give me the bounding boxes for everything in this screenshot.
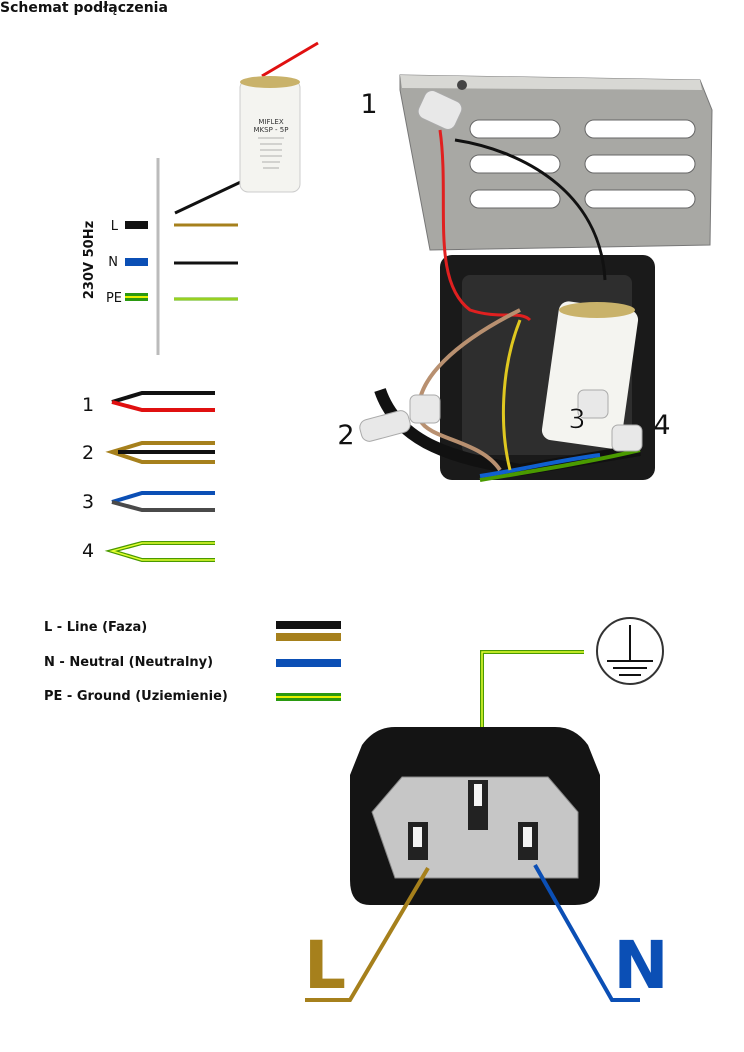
socket-l-label: L — [304, 927, 346, 1004]
terminal-n-label: N — [108, 255, 118, 270]
wire-pair-number: 3 — [82, 491, 94, 513]
wire-pair-number: 1 — [82, 394, 94, 416]
neutral-wire — [533, 864, 640, 1002]
wire-pair-1: 1 — [82, 391, 215, 416]
page-title: Schemat podłączenia — [0, 0, 168, 16]
assembly-photo: 1 2 3 4 — [337, 74, 713, 482]
iec-socket — [350, 727, 600, 905]
terminal-n-swatch — [125, 258, 148, 266]
legend-l-swatch-brown — [276, 633, 341, 641]
socket-n-label: N — [613, 927, 668, 1004]
legend-l-swatch-black — [276, 621, 341, 629]
photo-label-2: 2 — [337, 420, 354, 451]
wire-pair-number: 4 — [82, 540, 94, 562]
voltage-label: 230V 50Hz — [82, 221, 97, 299]
capacitor-brand: MIFLEX — [258, 118, 283, 126]
wire-pair-4: 4 — [82, 540, 215, 562]
legend-n-swatch — [276, 659, 341, 667]
line-wire — [305, 866, 430, 1002]
ground-icon — [596, 617, 664, 685]
photo-label-4: 4 — [653, 410, 670, 441]
legend-line: L - Line (Faza) — [44, 620, 148, 635]
capacitor-body — [239, 79, 301, 193]
capacitor-top — [240, 76, 300, 88]
capacitor-model: MKSP - 5P — [254, 126, 289, 134]
wire-pair-number: 2 — [82, 442, 94, 464]
wire-pair-2: 2 — [82, 441, 215, 464]
terminal-l-label: L — [111, 219, 119, 234]
terminal-pe-label: PE — [106, 291, 122, 306]
wire-pair-3: 3 — [82, 491, 215, 513]
photo-label-3: 3 — [568, 404, 585, 435]
black-wire — [174, 178, 246, 215]
photo-label-1: 1 — [360, 89, 377, 120]
legend-ground: PE - Ground (Uziemienie) — [44, 689, 228, 704]
legend-neutral: N - Neutral (Neutralny) — [44, 655, 214, 670]
capacitor-illustration: MIFLEX MKSP - 5P — [174, 41, 319, 215]
capacitor-photo — [541, 301, 639, 449]
red-wire — [261, 41, 319, 78]
terminal-l-swatch — [125, 221, 148, 229]
